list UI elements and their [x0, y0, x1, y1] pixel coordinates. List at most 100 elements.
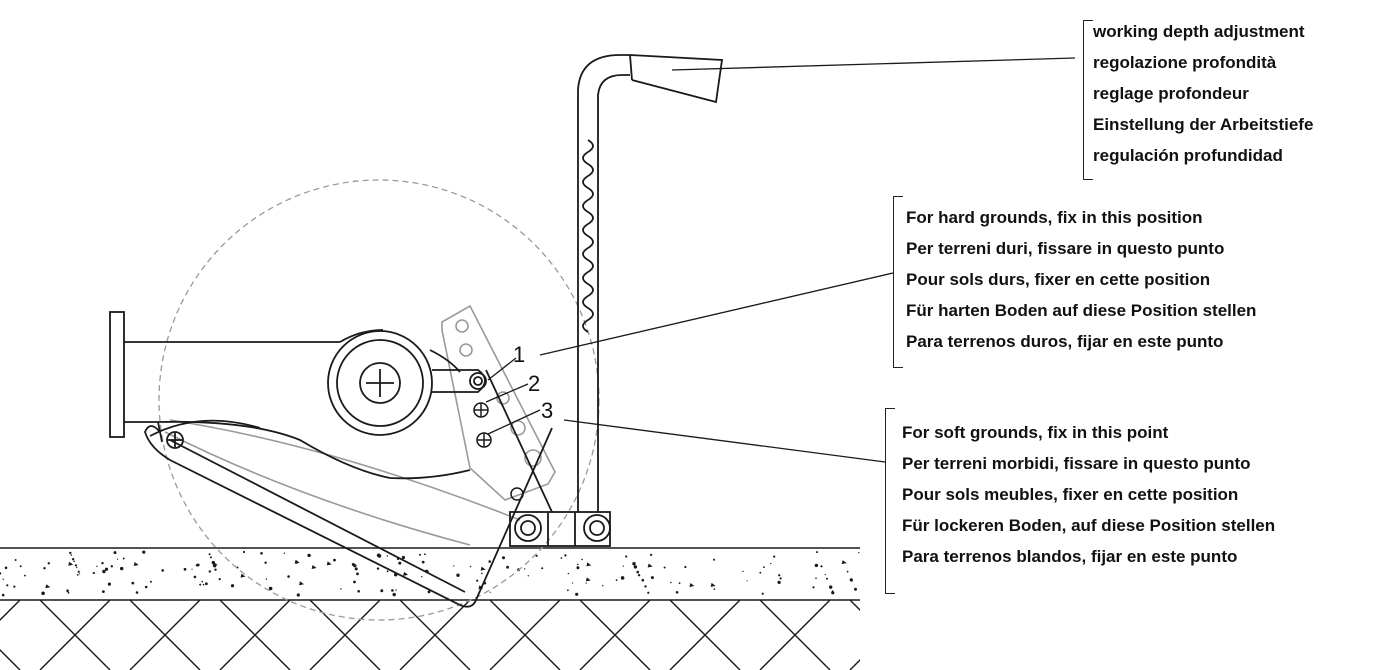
soil-speck [476, 579, 479, 582]
soil-speck [398, 561, 402, 565]
soil-speck [576, 566, 580, 570]
soil-speck [205, 582, 208, 586]
soil-speck [67, 591, 70, 594]
soil-speck [820, 565, 823, 568]
soil-speck [759, 571, 762, 574]
callout-line: Für lockeren Boden, auf diese Position s… [902, 516, 1276, 535]
soil-speck [144, 585, 148, 589]
soil-speck [116, 558, 119, 560]
soil-speck [524, 568, 526, 570]
soil-speck [283, 552, 285, 554]
soil-speck [199, 583, 202, 586]
soil-speck [391, 589, 394, 592]
soil-speck [502, 556, 505, 560]
soil-speck [101, 562, 104, 565]
soil-grain [689, 583, 695, 587]
soil-speck [777, 580, 781, 585]
soil-speck [287, 575, 290, 578]
soil-grain [647, 563, 653, 568]
soil-speck [395, 589, 397, 591]
soil-speck [41, 591, 45, 596]
soil-speck [650, 576, 654, 580]
soil-speck [641, 578, 645, 582]
handle-grip [629, 54, 724, 104]
soil-speck [357, 590, 361, 593]
soil-speck [663, 566, 666, 569]
soil-grain [45, 584, 51, 589]
soil-speck [24, 574, 26, 577]
soil-speck [69, 551, 72, 555]
soil-speck [535, 554, 538, 557]
soil-speck [214, 568, 217, 571]
soil-speck [149, 580, 152, 583]
soil-grain [311, 565, 317, 569]
soil-speck [0, 572, 2, 575]
soil-speck [76, 566, 78, 569]
bracket-depth-adjustment [1083, 20, 1093, 180]
callout-line: working depth adjustment [1093, 22, 1305, 41]
lattice-line [940, 600, 1010, 670]
callout-line: Einstellung der Arbeitstiefe [1093, 115, 1314, 134]
callout-line: Pour sols meubles, fixer en cette positi… [902, 485, 1239, 504]
soil-speck [43, 567, 46, 570]
soil-speck [208, 553, 211, 556]
soil-speck [6, 584, 9, 587]
position-number-2: 2 [528, 371, 540, 396]
soil-speck [644, 585, 647, 588]
lattice-line [669, 600, 741, 670]
soil-grain [326, 561, 332, 566]
soil-speck [193, 575, 197, 579]
callout-line: regulación profundidad [1093, 146, 1283, 165]
soil-speck [333, 558, 336, 562]
soil-speck [575, 592, 579, 596]
hub-link [432, 369, 487, 393]
lattice-line [489, 600, 561, 670]
callout-line: Para terrenos duros, fijar en este punto [906, 332, 1224, 351]
soil-speck [131, 581, 135, 585]
soil-speck [647, 591, 650, 594]
soil-speck [815, 577, 817, 579]
soil-speck [831, 590, 834, 593]
soil-speck [401, 555, 405, 560]
soil-speck [779, 577, 782, 580]
lattice-line [849, 600, 860, 611]
position-holes [473, 402, 524, 501]
soil-speck [353, 580, 356, 584]
bracket-hard-grounds [893, 196, 903, 368]
soil-speck [74, 564, 77, 567]
soil-speck [1, 593, 5, 597]
hub [327, 330, 433, 436]
soil-layer [0, 547, 860, 601]
soil-speck [419, 553, 421, 556]
soil-speck [763, 566, 765, 569]
soil-speck [816, 551, 818, 554]
soil-speck [625, 555, 628, 558]
soil-speck [107, 582, 111, 586]
leader-lines [485, 57, 1076, 463]
soil-speck [489, 591, 491, 593]
soil-speck [670, 581, 672, 584]
soil-speck [567, 572, 570, 575]
soil-speck [488, 560, 492, 563]
soil-speck [427, 590, 431, 594]
callout-line: Pour sols durs, fixer en cette position [906, 270, 1211, 289]
soil-speck [201, 580, 203, 583]
soil-speck [2, 578, 4, 580]
soil-speck [392, 592, 396, 597]
soil-speck [469, 565, 472, 568]
soil-speck [376, 553, 381, 558]
soil-speck [506, 565, 509, 569]
soil-speck [831, 591, 835, 595]
soil-speck [650, 553, 653, 557]
callout-line: reglage profondeur [1093, 84, 1249, 103]
depth-adjustment-column [577, 54, 630, 512]
soil-speck [73, 560, 75, 563]
soil-grain [586, 562, 592, 567]
soil-speck [110, 565, 114, 568]
soil-speck [386, 570, 389, 573]
lattice-line [849, 659, 860, 670]
soil-speck [633, 565, 638, 569]
soil-speck [191, 568, 193, 570]
soil-speck [66, 589, 69, 592]
